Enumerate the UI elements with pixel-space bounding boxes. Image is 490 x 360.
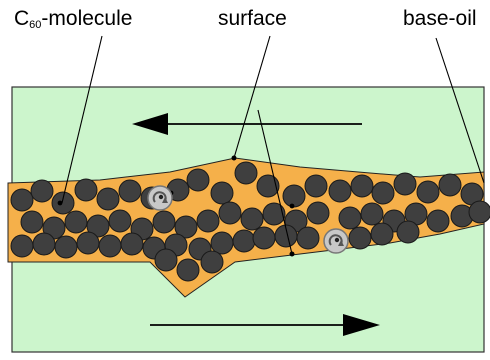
c60-molecule [241,208,263,230]
c60-molecule [177,259,199,281]
c60-molecule [99,235,121,257]
c60-molecule [349,227,371,249]
rotating-molecule [324,229,348,253]
c60-molecule [121,233,143,255]
rotating-molecule [148,186,172,210]
c60-molecule [211,232,233,254]
c60-molecule [427,210,449,232]
c60-molecule [351,175,373,197]
c60-molecule [33,233,55,255]
c60-molecule [11,235,33,257]
c60-molecule [55,236,77,258]
c60-molecule [21,211,43,233]
c60-molecule [417,181,439,203]
molecule-marker-dot [58,201,63,206]
c60-molecule [219,202,241,224]
c60-molecule [97,188,119,210]
c60-molecule [371,223,393,245]
c60-molecule [439,174,461,196]
c60-molecule [211,182,233,204]
c60-molecule [11,189,33,211]
leader-endpoint-dot [232,156,237,161]
c60-molecule [52,192,74,214]
surface-label: surface [218,8,287,29]
c60-molecule [361,203,383,225]
c60-molecule [233,230,255,252]
c60-molecule [153,211,175,233]
c60-molecule [339,207,361,229]
c60-molecule [75,179,97,201]
c60-molecule [109,210,131,232]
c60-molecule [469,201,490,223]
c60-molecule [119,180,141,202]
c60-molecule [155,249,177,271]
leader-endpoint-dot [290,252,295,257]
c60-molecule [197,210,219,232]
base-oil-label: base-oil [403,8,477,29]
c60-molecule [397,221,419,243]
c60-molecule [283,185,305,207]
molecule-marker-dot [290,204,295,209]
c60-molecule [305,175,327,197]
c60-molecule [394,173,416,195]
c60-molecule [263,203,285,225]
c60-molecule [201,251,223,273]
c60-molecule-label: C60-molecule [14,8,132,31]
c60-molecule [77,232,99,254]
c60-molecule [31,180,53,202]
c60-molecule [65,211,87,233]
c60-molecule [297,227,319,249]
c60-molecule [187,169,209,191]
c60-molecule [307,202,329,224]
c60-molecule [372,182,394,204]
c60-molecule [235,162,257,184]
c60-molecule [253,227,275,249]
c60-molecule [329,180,351,202]
